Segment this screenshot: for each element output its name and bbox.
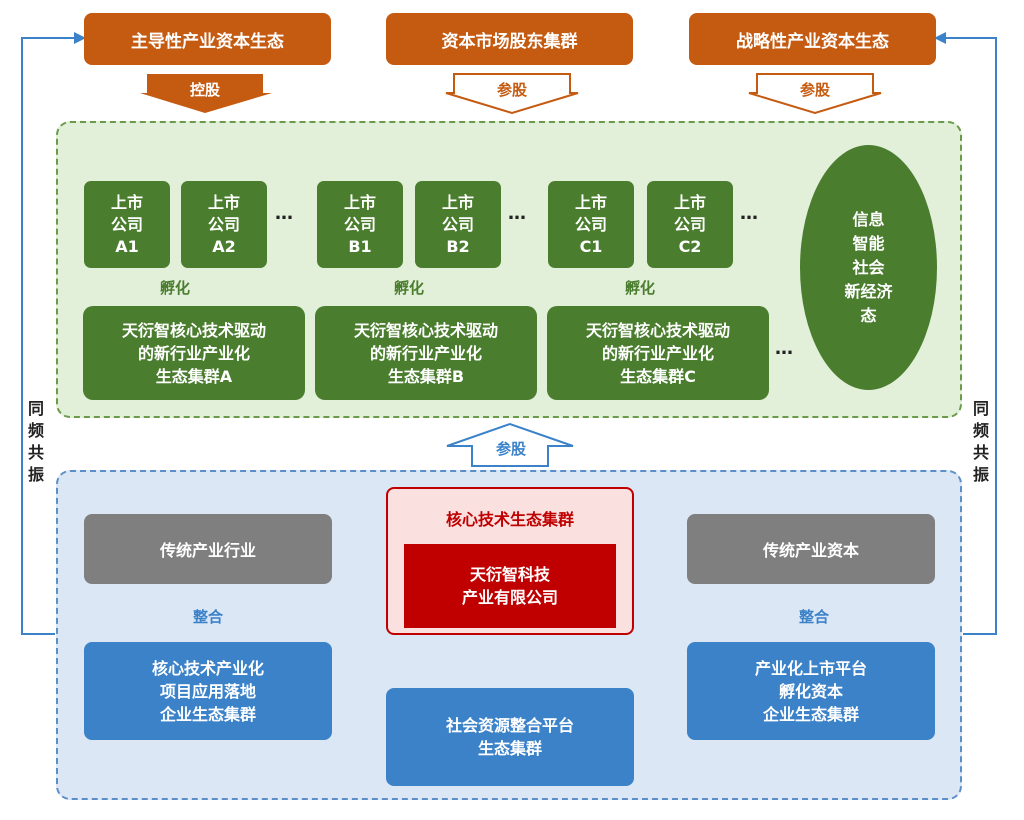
company-line: 上市 — [441, 192, 474, 212]
company-line: C1 — [579, 236, 603, 256]
listing-platform-incubation-cluster: 产业化上市平台 孵化资本 企业生态集群 — [687, 642, 935, 740]
resonance-label-left: 同 频 共 振 — [24, 398, 48, 486]
company-line: C2 — [678, 236, 702, 256]
listed-company-a2: 上市 公司 A2 — [181, 181, 267, 268]
traditional-industrial-capital: 传统产业资本 — [687, 514, 935, 584]
side-char: 共 — [972, 443, 989, 462]
company-line: 上市 — [343, 192, 376, 212]
listed-company-a1: 上市 公司 A1 — [84, 181, 170, 268]
blue-line: 产业化上市平台 — [754, 658, 867, 678]
fuhua-label-c: 孵化 — [624, 278, 655, 297]
cangu-label-right: 参股 — [799, 80, 830, 99]
capital-market-shareholder-cluster: 资本市场股东集群 — [386, 13, 633, 65]
listed-company-b1: 上市 公司 B1 — [317, 181, 403, 268]
cluster-line: 天衍智核心技术驱动 — [353, 320, 498, 340]
company-line: B1 — [348, 236, 372, 256]
side-char: 频 — [972, 421, 989, 440]
cangu-arrow-shape-right — [748, 73, 882, 115]
cangu-label-center: 参股 — [496, 80, 527, 99]
shareholder-label: 资本市场股东集群 — [441, 31, 578, 52]
side-char: 同 — [972, 399, 989, 418]
cluster-line: 天衍智核心技术驱动 — [121, 320, 266, 340]
ellipsis-c: … — [740, 203, 759, 224]
core-tech-industrialization-cluster: 核心技术产业化 项目应用落地 企业生态集群 — [84, 642, 332, 740]
cluster-line: 生态集群B — [387, 366, 465, 386]
listed-company-c2: 上市 公司 C2 — [647, 181, 733, 268]
side-char: 振 — [972, 465, 989, 484]
strategic-label: 战略性产业资本生态 — [736, 31, 889, 52]
company-line: 上市 — [207, 192, 240, 212]
kongu-arrow-shape — [140, 74, 272, 113]
economy-line: 信息 — [852, 209, 885, 229]
right-resonance-line — [934, 32, 997, 635]
zhenghe-label-right: 整合 — [798, 607, 829, 626]
ecology-cluster-c: 天衍智核心技术驱动 的新行业产业化 生态集群C — [547, 306, 769, 400]
company-line: 公司 — [574, 214, 607, 234]
core-tech-ecology-cluster: 核心技术生态集群 天衍智科技 产业有限公司 — [386, 487, 634, 635]
blue-line: 核心技术产业化 — [151, 658, 264, 678]
dominant-label: 主导性产业资本生态 — [131, 31, 284, 52]
ecology-cluster-b: 天衍智核心技术驱动 的新行业产业化 生态集群B — [315, 306, 537, 400]
cluster-line: 生态集群C — [620, 366, 696, 386]
cangu-arrow-shape-middle — [446, 422, 574, 467]
cangu-arrow-shape-center — [445, 73, 579, 115]
company-line: 公司 — [441, 214, 474, 234]
company-line: 公司 — [207, 214, 240, 234]
company-line: 上市 — [110, 192, 143, 212]
social-resource-integration-platform: 社会资源整合平台 生态集群 — [386, 688, 634, 786]
company-line: 公司 — [673, 214, 706, 234]
cluster-line: 的新行业产业化 — [137, 343, 250, 363]
company-line: A1 — [115, 236, 139, 256]
side-char: 同 — [27, 399, 44, 418]
company-line: 上市 — [574, 192, 607, 212]
core-title: 核心技术生态集群 — [445, 510, 574, 529]
ellipsis-cluster: … — [775, 338, 794, 359]
tianyanzhi-company: 天衍智科技 产业有限公司 — [404, 544, 616, 628]
cluster-line: 的新行业产业化 — [369, 343, 482, 363]
listed-company-b2: 上市 公司 B2 — [415, 181, 501, 268]
ellipsis-a: … — [275, 203, 294, 224]
side-char: 共 — [27, 443, 44, 462]
left-resonance-line — [21, 32, 86, 635]
company-line: 公司 — [343, 214, 376, 234]
cluster-line: 天衍智核心技术驱动 — [585, 320, 730, 340]
fuhua-label-b: 孵化 — [393, 278, 424, 297]
fuhua-label-a: 孵化 — [159, 278, 190, 297]
blue-line: 生态集群 — [477, 739, 542, 758]
cluster-line: 的新行业产业化 — [601, 343, 714, 363]
cangu-label-middle: 参股 — [495, 439, 526, 458]
company-line: 公司 — [110, 214, 143, 234]
company-line: 上市 — [673, 192, 706, 212]
core-line: 天衍智科技 — [469, 565, 550, 584]
side-char: 振 — [27, 465, 44, 484]
side-char: 频 — [27, 421, 44, 440]
traditional-industry: 传统产业行业 — [84, 514, 332, 584]
economy-line: 态 — [860, 305, 877, 325]
company-line: A2 — [212, 236, 236, 256]
blue-line: 社会资源整合平台 — [445, 716, 574, 735]
gray-label: 传统产业资本 — [762, 541, 859, 560]
economy-line: 社会 — [852, 257, 885, 277]
blue-line: 项目应用落地 — [159, 681, 256, 701]
listed-company-c1: 上市 公司 C1 — [548, 181, 634, 268]
blue-line: 企业生态集群 — [159, 704, 256, 724]
gray-label: 传统产业行业 — [159, 541, 256, 560]
ecology-cluster-a: 天衍智核心技术驱动 的新行业产业化 生态集群A — [83, 306, 305, 400]
dominant-industrial-capital-ecology: 主导性产业资本生态 — [84, 13, 331, 65]
cluster-line: 生态集群A — [155, 366, 233, 386]
company-line: B2 — [446, 236, 470, 256]
resonance-label-right: 同 频 共 振 — [969, 398, 993, 486]
blue-line: 企业生态集群 — [762, 704, 859, 724]
info-intelligent-society-new-economy: 信息 智能 社会 新经济 态 — [800, 145, 937, 390]
kongu-label: 控股 — [189, 80, 220, 99]
economy-line: 智能 — [852, 233, 885, 253]
zhenghe-label-left: 整合 — [192, 607, 223, 626]
ellipsis-b: … — [508, 203, 527, 224]
blue-line: 孵化资本 — [778, 681, 843, 701]
economy-line: 新经济 — [844, 281, 893, 301]
strategic-industrial-capital-ecology: 战略性产业资本生态 — [689, 13, 936, 65]
core-line: 产业有限公司 — [461, 588, 558, 607]
